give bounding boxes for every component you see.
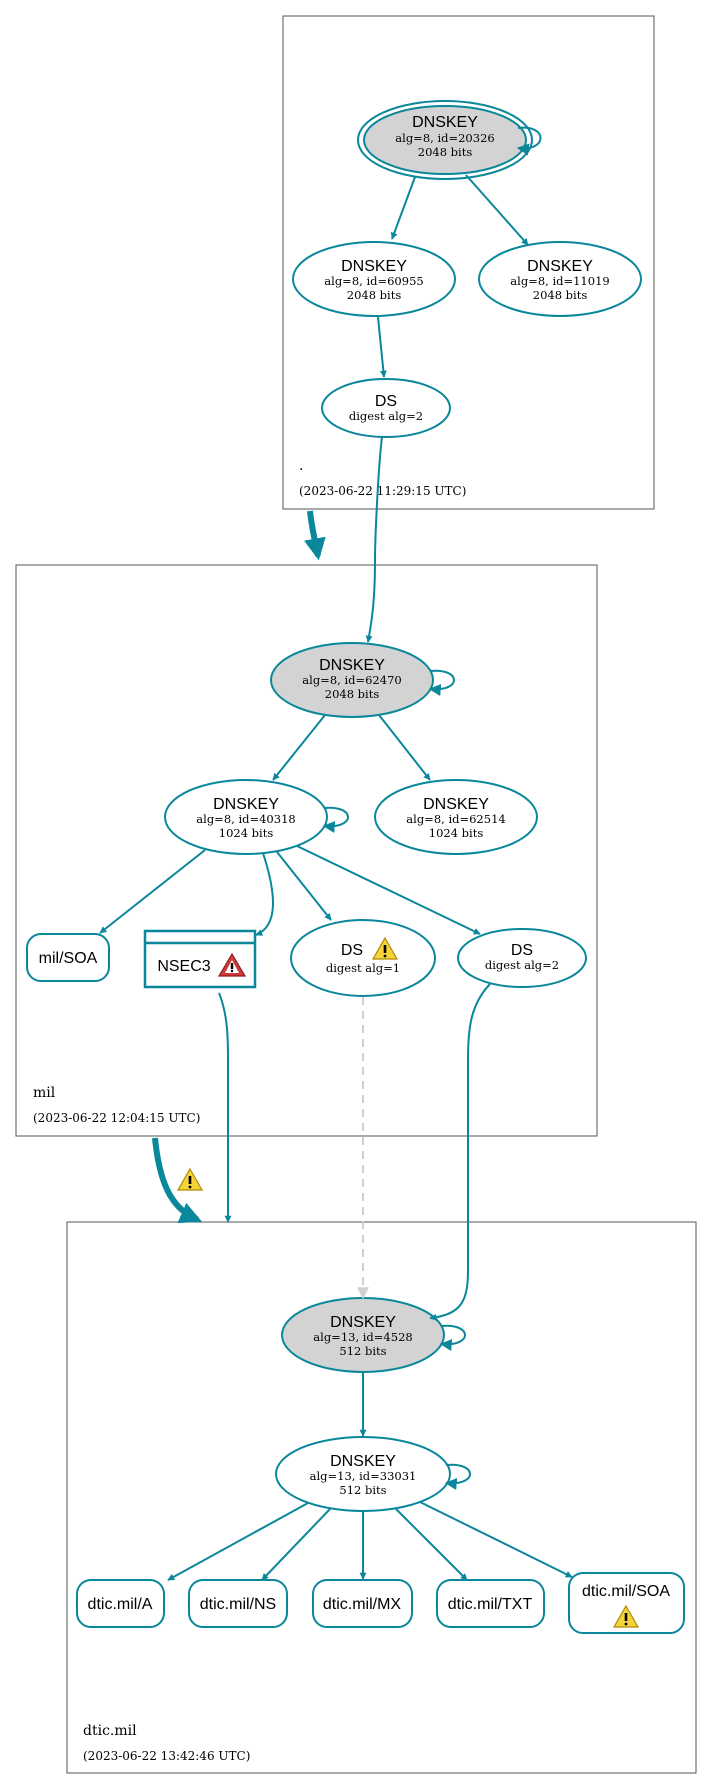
svg-text:1024 bits: 1024 bits [429,826,484,840]
dtic-ns-node[interactable]: dtic.mil/NS [188,1579,288,1628]
svg-text:digest alg=2: digest alg=2 [485,958,559,972]
root-zsk-60955-node[interactable]: DNSKEY alg=8, id=60955 2048 bits [292,241,456,317]
svg-text:2048 bits: 2048 bits [418,145,473,159]
warning-icon [612,1604,640,1628]
svg-text:DS: DS [511,942,533,959]
dtic-ksk-node[interactable]: DNSKEY alg=13, id=4528 512 bits [281,1297,445,1373]
self-loop-dtic-zsk [444,1463,471,1490]
zone-root-name: . [299,458,303,474]
edge-mil-zsk-to-ds2 [296,845,481,935]
svg-text:alg=8, id=20326: alg=8, id=20326 [395,131,494,145]
zone-mil-name: mil [33,1085,56,1101]
zone-dtic-name: dtic.mil [83,1723,137,1739]
svg-text:alg=8, id=40318: alg=8, id=40318 [196,812,295,826]
edge-dtic-zsk-to-txt [395,1508,468,1581]
dtic-soa-node[interactable]: dtic.mil/SOA [568,1572,685,1634]
self-loop-mil-zsk [322,806,349,833]
dtic-a-node[interactable]: dtic.mil/A [76,1579,165,1628]
svg-text:dtic.mil/MX: dtic.mil/MX [323,1596,402,1613]
edge-mil-zsk-to-soa [99,849,206,934]
mil-ds-alg1-node[interactable]: DS digest alg=1 [290,919,436,997]
svg-text:2048 bits: 2048 bits [533,288,588,302]
svg-text:2048 bits: 2048 bits [347,288,402,302]
svg-text:alg=8, id=62470: alg=8, id=62470 [302,673,401,687]
edge-dtic-zsk-to-ns [261,1508,331,1581]
zone-root-timestamp: (2023-06-22 11:29:15 UTC) [299,484,466,498]
mil-nsec3-node[interactable]: NSEC3 [143,929,257,989]
self-loop-root-ksk [516,126,542,156]
svg-text:DNSKEY: DNSKEY [330,1453,396,1470]
zone-mil-timestamp: (2023-06-22 12:04:15 UTC) [33,1111,200,1125]
svg-text:DS: DS [341,942,363,959]
edge-root-ksk-to-zsk2 [465,174,529,246]
svg-text:alg=8, id=60955: alg=8, id=60955 [324,274,423,288]
svg-text:DS: DS [375,393,397,410]
svg-text:2048 bits: 2048 bits [325,687,380,701]
svg-text:DNSKEY: DNSKEY [527,258,593,275]
dtic-zsk-node[interactable]: DNSKEY alg=13, id=33031 512 bits [275,1436,451,1512]
edge-root-zsk1-to-ds [377,316,387,378]
svg-text:DNSKEY: DNSKEY [319,657,385,674]
edge-mil-zsk-to-ds1 [276,851,332,921]
svg-text:DNSKEY: DNSKEY [330,1314,396,1331]
dtic-mx-node[interactable]: dtic.mil/MX [312,1579,413,1628]
edge-dtic-zsk-to-a [167,1502,309,1581]
svg-text:dtic.mil/TXT: dtic.mil/TXT [448,1596,533,1613]
svg-text:1024 bits: 1024 bits [219,826,274,840]
edge-nsec3-to-dtic-zone [218,992,232,1223]
svg-text:NSEC3: NSEC3 [157,958,210,975]
mil-ksk-node[interactable]: DNSKEY alg=8, id=62470 2048 bits [270,642,434,718]
zone-dtic-timestamp: (2023-06-22 13:42:46 UTC) [83,1749,250,1763]
svg-text:512 bits: 512 bits [339,1344,386,1358]
root-ksk-node[interactable]: DNSKEY alg=8, id=20326 2048 bits [357,100,533,180]
delegation-arrow-mil-to-dtic [152,1137,203,1224]
self-loop-mil-ksk [428,669,455,696]
edge-root-ksk-to-zsk1 [390,176,416,240]
edge-root-ds-to-mil-ksk [365,436,383,643]
svg-text:DNSKEY: DNSKEY [423,796,489,813]
svg-text:DNSKEY: DNSKEY [341,258,407,275]
edge-mil-zsk-to-nsec3 [255,852,274,936]
self-loop-dtic-ksk [439,1324,466,1351]
svg-text:dtic.mil/SOA: dtic.mil/SOA [582,1583,670,1600]
edge-mil-ksk-to-zsk1 [272,714,326,781]
mil-zsk-40318-node[interactable]: DNSKEY alg=8, id=40318 1024 bits [164,779,328,855]
svg-text:DNSKEY: DNSKEY [412,114,478,131]
error-icon [217,952,247,977]
svg-text:digest alg=1: digest alg=1 [326,961,400,975]
delegation-arrow-root-to-mil [304,510,326,561]
svg-text:alg=13, id=4528: alg=13, id=4528 [313,1330,412,1344]
edge-dtic-zsk-to-soa [419,1501,573,1578]
dtic-txt-node[interactable]: dtic.mil/TXT [436,1579,545,1628]
root-ds-node[interactable]: DS digest alg=2 [321,378,451,438]
svg-text:alg=8, id=11019: alg=8, id=11019 [510,274,609,288]
root-zsk-11019-node[interactable]: DNSKEY alg=8, id=11019 2048 bits [478,241,642,317]
svg-text:alg=13, id=33031: alg=13, id=33031 [310,1469,417,1483]
edge-mil-ds2-to-dtic-ksk [429,983,491,1321]
svg-text:dtic.mil/A: dtic.mil/A [88,1596,153,1613]
warning-icon [176,1167,204,1191]
edge-mil-ksk-to-zsk2 [378,714,431,781]
svg-text:512 bits: 512 bits [339,1483,386,1497]
svg-text:dtic.mil/NS: dtic.mil/NS [200,1596,276,1613]
warning-icon [371,936,399,960]
mil-zsk-62514-node[interactable]: DNSKEY alg=8, id=62514 1024 bits [374,779,538,855]
mil-soa-node[interactable]: mil/SOA [26,933,110,982]
svg-text:mil/SOA: mil/SOA [39,950,98,967]
svg-text:alg=8, id=62514: alg=8, id=62514 [406,812,505,826]
svg-text:digest alg=2: digest alg=2 [349,409,423,423]
svg-text:DNSKEY: DNSKEY [213,796,279,813]
mil-ds-alg2-node[interactable]: DS digest alg=2 [457,928,587,988]
